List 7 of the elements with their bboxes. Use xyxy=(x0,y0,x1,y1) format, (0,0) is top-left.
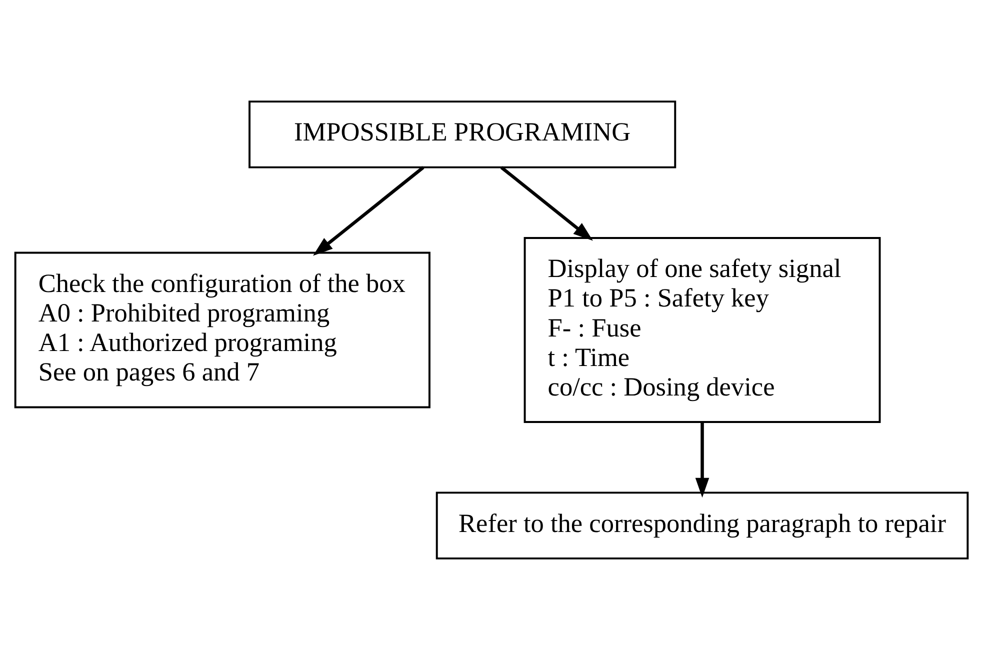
node-box: Check the configuration of the box A0 : Prohibited programing A1 : Authorized programing See on pages 6 and 7 xyxy=(14,252,430,408)
arrow xyxy=(695,422,710,498)
arrow xyxy=(313,166,424,256)
node-box: IMPOSSIBLE PROGRAMING xyxy=(248,100,676,168)
arrow xyxy=(500,166,593,241)
node-box: Display of one safety signal P1 to P5 : Safety key F- : Fuse t : Time co/cc : Dosing device xyxy=(524,236,881,424)
node-box: Refer to the corresponding paragraph to repair xyxy=(436,492,969,560)
